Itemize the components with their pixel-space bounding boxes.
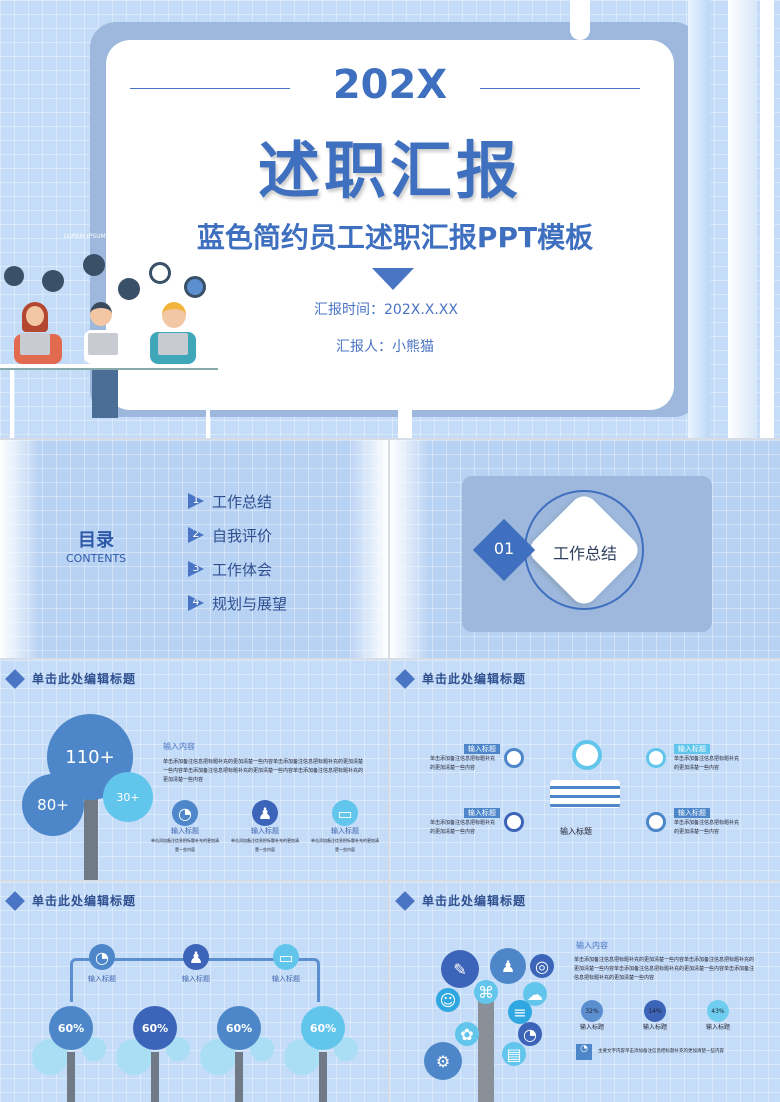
slide-header: 单击此处编辑标题 <box>395 668 526 689</box>
year: 202X <box>332 62 448 108</box>
diamond-icon <box>5 668 25 689</box>
stats-row: 32%输入标题 14%输入标题 43%输入标题 <box>580 1000 730 1031</box>
footer-text: 主要文字内容单击添加备注信息把标题补充的更加清楚一些内容 <box>598 1049 724 1054</box>
document-icon: ≡ <box>508 1000 532 1024</box>
flask-slide: 单击此处编辑标题 输入标题 输入标题单击添加备注信息把标题补充的更加清楚一些内容… <box>390 660 780 880</box>
flask-item: 输入标题单击添加备注信息把标题补充的更加清楚一些内容 <box>428 736 500 773</box>
section-slide: 01 工作总结 <box>390 440 780 658</box>
stat-bubble: 80+ <box>22 774 84 836</box>
monitor-icon: ▭ <box>332 800 358 826</box>
clock-icon <box>149 262 171 284</box>
chart-icon: ◔ <box>89 944 115 970</box>
stat: 32%输入标题 <box>580 1000 604 1031</box>
stat-bubble: 30+ <box>103 772 153 822</box>
flask-icon <box>646 748 666 768</box>
center-label: 输入标题 <box>560 827 592 836</box>
percent-bubble: 60% <box>301 1006 345 1050</box>
flask-icon <box>646 812 666 832</box>
tree-trunk <box>478 992 494 1102</box>
icon-tree-slide: 单击此处编辑标题 ✎ ♟ ◎ ⌘ ☁ ☺ ≡ ✿ ◔ ▤ ⚙ 输入内容 单击添加… <box>390 882 780 1102</box>
birch-tree <box>688 0 710 438</box>
team-icon: ♟ <box>252 800 278 826</box>
triangle-icon <box>372 268 414 290</box>
stat: 43%输入标题 <box>706 1000 730 1031</box>
brain-icon: ✿ <box>455 1022 479 1046</box>
slide-header: 单击此处编辑标题 <box>5 668 136 689</box>
percent-bubble: 60% <box>217 1006 261 1050</box>
cover-subtitle: 蓝色简约员工述职汇报PPT模板 <box>196 221 594 254</box>
chat-icon <box>42 270 64 292</box>
content-heading: 输入内容 <box>163 742 195 751</box>
feature-item: ◔输入标题单击添加备注信息把标题补充的更加清楚一些内容 <box>150 800 220 854</box>
team-icon: ♟ <box>490 948 526 984</box>
edit-icon: ✎ <box>441 950 479 988</box>
person-icon: ☺ <box>436 988 460 1012</box>
toc-title: 目录 <box>78 530 114 551</box>
bulb-icon <box>118 278 140 300</box>
section-label: 工作总结 <box>552 544 617 563</box>
divider <box>480 88 640 89</box>
gear-icon <box>4 266 24 286</box>
diamond-icon <box>395 890 415 911</box>
slide-header: 单击此处编辑标题 <box>395 890 526 911</box>
cover-slide: 202X 述职汇报 蓝色简约员工述职汇报PPT模板 LOREM IPSUM 汇报… <box>0 0 780 438</box>
gear-clock-icon: ⚙ <box>424 1042 462 1080</box>
section-number: 01 <box>493 539 515 558</box>
stat: 14%输入标题 <box>643 1000 667 1031</box>
reporter: 汇报人：小熊猫 <box>336 339 434 355</box>
trees-slide: 单击此处编辑标题 ◔ ♟ ▭ 输入标题 输入标题 输入标题 60% 60% 60… <box>0 882 388 1102</box>
folder-icon: ▤ <box>502 1042 526 1066</box>
content-body: 单击添加备注信息把标题补充的更加清楚一些内容单击添加备注信息把标题补充的更加清楚… <box>163 759 364 783</box>
birch-tree <box>728 0 756 438</box>
flask-item: 输入标题单击添加备注信息把标题补充的更加清楚一些内容 <box>674 744 740 771</box>
chart-icon <box>83 254 105 276</box>
diamond-icon <box>395 668 415 689</box>
books-icon <box>550 780 620 808</box>
globe-icon <box>184 276 206 298</box>
target-icon: ◎ <box>530 954 554 978</box>
diamond-icon <box>5 890 25 911</box>
birch-tree <box>760 0 774 438</box>
divider <box>130 88 290 89</box>
team-icon: ♟ <box>183 944 209 970</box>
content-body: 单击添加备注信息把标题补充的更加清楚一些内容单击添加备注信息把标题补充的更加清楚… <box>574 957 755 981</box>
feature-item: ♟输入标题单击添加备注信息把标题补充的更加清楚一些内容 <box>230 800 300 854</box>
pie-icon: ◔ <box>518 1022 542 1046</box>
lorem: LOREM IPSUM <box>64 233 106 240</box>
title-card <box>106 40 674 410</box>
network-icon: ⌘ <box>474 980 498 1004</box>
cloud-icon: ☁ <box>523 982 547 1006</box>
flask-icon <box>504 812 524 832</box>
percent-bubble: 60% <box>133 1006 177 1050</box>
feature-item: ▭输入标题单击添加备注信息把标题补充的更加清楚一些内容 <box>310 800 380 854</box>
report-time: 汇报时间：202X.X.XX <box>314 302 458 318</box>
tree-trunk <box>84 795 98 880</box>
flask-item: 输入标题单击添加备注信息把标题补充的更加清楚一些内容 <box>674 808 740 835</box>
cover-title: 述职汇报 <box>257 134 522 207</box>
flask-item: 输入标题单击添加备注信息把标题补充的更加清楚一些内容 <box>428 800 500 837</box>
content-heading: 输入内容 <box>576 941 608 950</box>
tree-stats-slide: 单击此处编辑标题 110+ 80+ 30+ 输入内容 单击添加备注信息把标题补充… <box>0 660 388 880</box>
slide-header: 单击此处编辑标题 <box>5 890 136 911</box>
flask-icon <box>572 740 602 770</box>
flask-icon <box>504 748 524 768</box>
percent-bubble: 60% <box>49 1006 93 1050</box>
chart-icon: ◔ <box>172 800 198 826</box>
toc-subtitle: CONTENTS <box>66 552 127 565</box>
pie-icon: ◔ <box>576 1044 592 1060</box>
monitor-icon: ▭ <box>273 944 299 970</box>
